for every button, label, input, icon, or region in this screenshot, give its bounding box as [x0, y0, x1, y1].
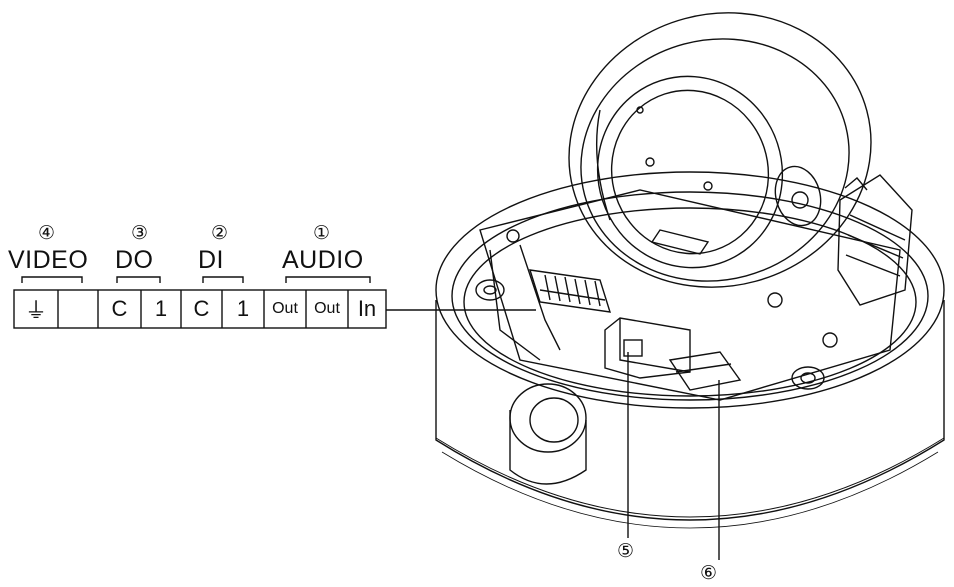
- rear-bracket: [837, 174, 913, 306]
- terminal-video-ground: ⏚: [24, 298, 47, 323]
- terminal-di-1: 1: [236, 296, 250, 321]
- do-label: DO: [115, 246, 154, 274]
- callout-6: ⑥: [700, 562, 718, 584]
- network-port: [604, 317, 691, 379]
- video-bracket: [21, 276, 83, 283]
- callout-5: ⑤: [617, 540, 635, 562]
- do-marker: ③: [131, 222, 149, 244]
- di-marker: ②: [211, 222, 229, 244]
- audio-label: AUDIO: [282, 246, 364, 274]
- do-bracket: [116, 276, 161, 283]
- video-marker: ④: [38, 222, 56, 244]
- terminal-audio-out: Out: [272, 300, 298, 317]
- tilt-knob: [774, 165, 822, 227]
- video-label: VIDEO: [8, 246, 89, 274]
- terminal-do-common: C: [111, 296, 128, 321]
- base-side-wall: [435, 300, 945, 521]
- terminal-di-common: C: [193, 296, 210, 321]
- terminal-do-1: 1: [154, 296, 168, 321]
- screw-boss-right: [791, 366, 825, 390]
- circuit-board: [479, 189, 901, 401]
- screw-boss-left: [475, 279, 505, 301]
- terminal-audio-in: In: [357, 296, 377, 321]
- lens-plate: [596, 75, 784, 269]
- base-top-rim: [435, 171, 945, 409]
- di-bracket: [202, 276, 244, 283]
- board-terminal-connector: [529, 269, 611, 313]
- audio-bracket: [285, 276, 371, 283]
- terminal-block: [13, 289, 387, 329]
- audio-marker: ①: [313, 222, 331, 244]
- dome-outer: [568, 12, 872, 288]
- small-connector: [668, 351, 742, 391]
- terminal-audio-out-2: Out: [314, 300, 340, 317]
- di-label: DI: [198, 246, 224, 274]
